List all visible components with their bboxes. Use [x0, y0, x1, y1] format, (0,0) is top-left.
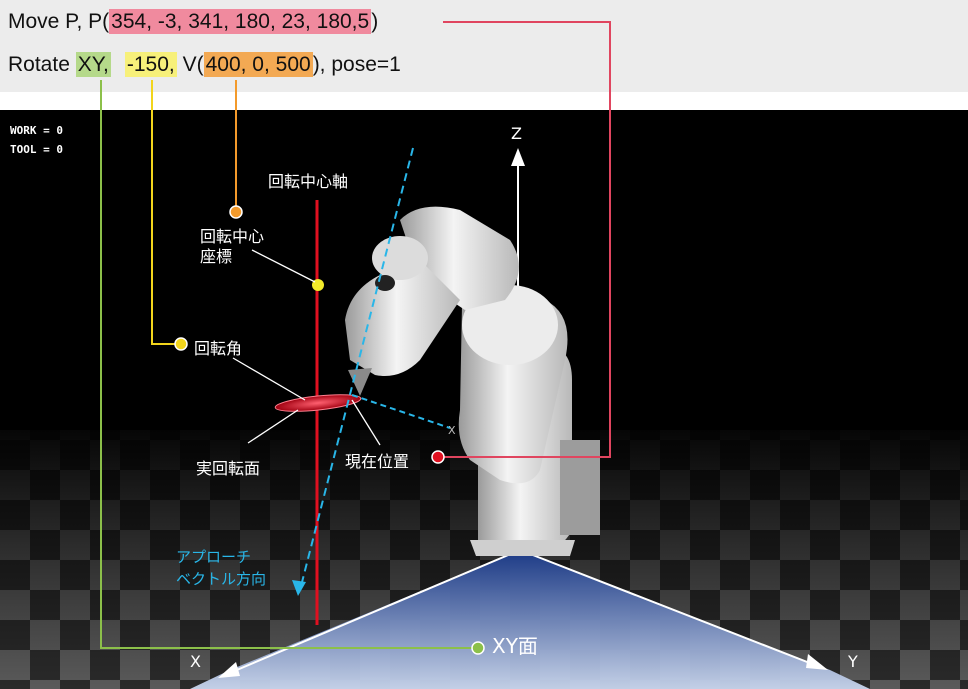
simulation-viewport[interactable]: X WORK = 0 TOOL = 0 Z X Y 回転中心軸 回転中心 座標 … [0, 110, 968, 689]
xy-plane-label: XY面 [492, 634, 538, 658]
z-axis-label: Z [511, 124, 522, 143]
hud-tool: TOOL = 0 [10, 143, 63, 156]
scene-graphic: X [0, 147, 968, 689]
rotation-center-label-2: 座標 [200, 247, 233, 266]
command-line-rotate: Rotate XY, -150, V(400, 0, 500), pose=1 [8, 52, 401, 77]
hud-work: WORK = 0 [10, 124, 63, 137]
command-bar: Move P, P(354, -3, 341, 180, 23, 180,5) … [0, 0, 968, 92]
approach-label-2: ベクトル方向 [176, 570, 267, 588]
position-args: 354, -3, 341, 180, 23, 180,5 [109, 9, 372, 34]
center-args: 400, 0, 500 [203, 52, 313, 77]
current-position-label: 現在位置 [345, 452, 410, 471]
y-axis-arrow [806, 654, 828, 670]
tool-x-label: X [448, 424, 456, 437]
rotate-prefix: Rotate [8, 53, 76, 76]
pointer-angle [232, 357, 306, 401]
xy-plane [190, 550, 870, 689]
move-suffix: ) [371, 10, 379, 33]
rotation-axis-label: 回転中心軸 [268, 172, 349, 191]
y-axis-label: Y [848, 652, 858, 671]
x-axis-arrow [218, 662, 240, 678]
x-axis-label: X [190, 652, 201, 671]
y-axis-line [519, 549, 821, 668]
angle-arg: -150, [124, 52, 177, 77]
vector-prefix: V( [176, 53, 204, 76]
actual-plane-label: 実回転面 [196, 459, 261, 478]
pointer-center [251, 249, 316, 283]
rotation-angle-label: 回転角 [194, 339, 243, 358]
z-axis-arrow [511, 148, 525, 166]
approach-label-1: アプローチ [176, 548, 252, 566]
plane-arg: XY, [75, 52, 111, 77]
rotate-suffix: ), pose=1 [312, 53, 401, 76]
move-prefix: Move P, P( [8, 10, 110, 33]
command-line-move: Move P, P(354, -3, 341, 180, 23, 180,5) [8, 9, 379, 34]
